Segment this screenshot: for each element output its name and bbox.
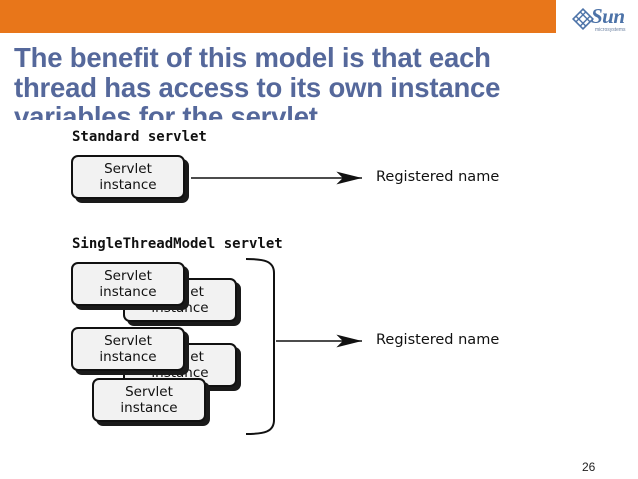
sun-logo: Sun microsystems xyxy=(572,4,632,36)
logo-subtext: microsystems xyxy=(595,27,626,33)
standard-registered-name: Registered name xyxy=(376,169,500,185)
instance-bracket xyxy=(245,258,275,435)
sun-diamond-icon xyxy=(572,8,594,30)
page-number: 26 xyxy=(582,460,596,474)
logo-wordmark: Sun xyxy=(591,4,625,28)
servlet-instance-box: Servlet instance xyxy=(92,378,206,422)
servlet-instance-box: Servlet instance xyxy=(71,262,185,306)
box-label: Servlet instance xyxy=(120,384,178,416)
singlethread-servlet-header: SingleThreadModel servlet xyxy=(72,236,283,252)
standard-servlet-header: Standard servlet xyxy=(72,129,207,145)
banner-notch xyxy=(556,0,638,33)
top-banner xyxy=(0,0,556,33)
slide-title: The benefit of this model is that each t… xyxy=(14,43,501,120)
servlet-instance-box: Servlet instance xyxy=(71,327,185,371)
singlethread-registered-name: Registered name xyxy=(376,332,500,348)
box-label: Servlet instance xyxy=(99,268,157,300)
standard-servlet-box: Servlet instance xyxy=(71,155,185,199)
diagram-connectors xyxy=(191,171,362,435)
box-label: Servlet instance xyxy=(99,333,157,365)
box-label: Servlet instance xyxy=(99,161,157,193)
servlet-diagram: Standard servlet Servlet instance Regist… xyxy=(0,120,638,440)
